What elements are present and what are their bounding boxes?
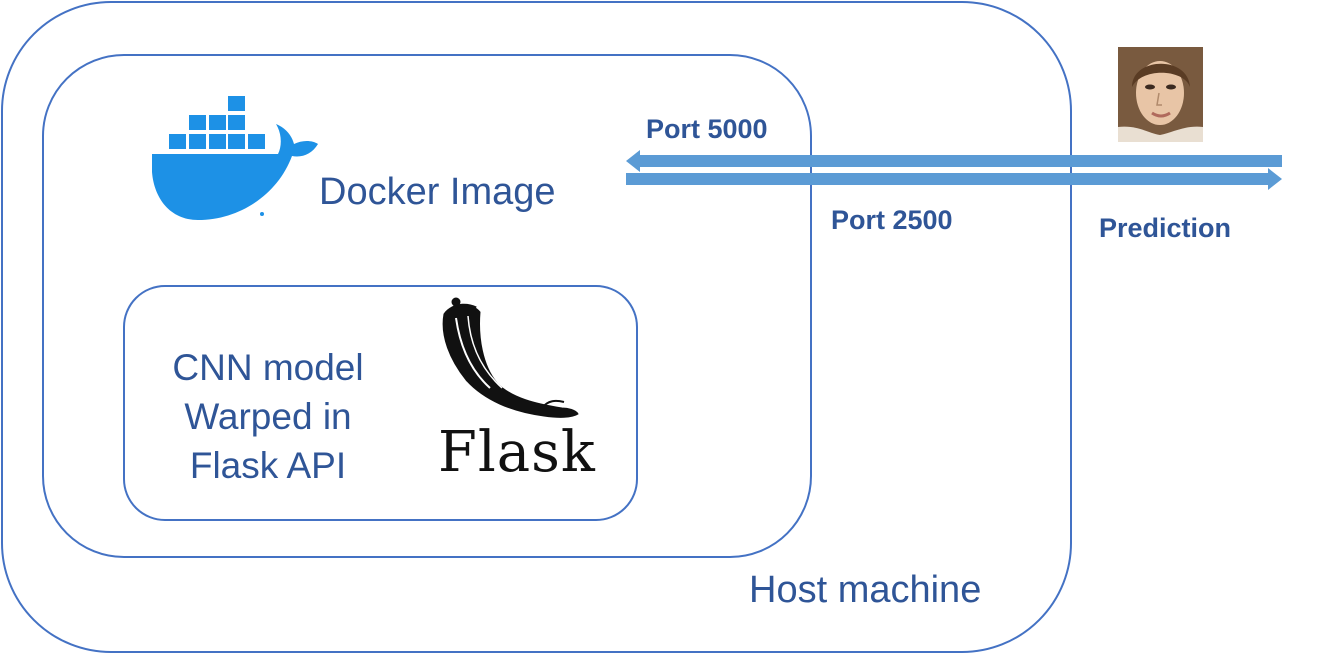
host-machine-box: [1, 1, 1072, 653]
port-5000-label: Port 5000: [646, 114, 768, 144]
flask-wordmark: Flask: [438, 420, 596, 485]
flask-api-box: [123, 285, 638, 521]
docker-whale-icon: [152, 96, 318, 220]
host-machine-label: Host machine: [749, 569, 982, 611]
face-photo-icon: [1118, 47, 1203, 142]
flask-horn-icon: [442, 297, 579, 418]
port-2500-label: Port 2500: [831, 205, 953, 235]
incoming-arrow: [626, 150, 1282, 172]
outgoing-arrow: [626, 168, 1282, 190]
prediction-label: Prediction: [1099, 213, 1232, 243]
docker-image-label: Docker Image: [319, 171, 556, 213]
cnn-model-label: CNN model Warped in Flask API: [172, 347, 364, 486]
docker-image-box: [42, 54, 812, 558]
